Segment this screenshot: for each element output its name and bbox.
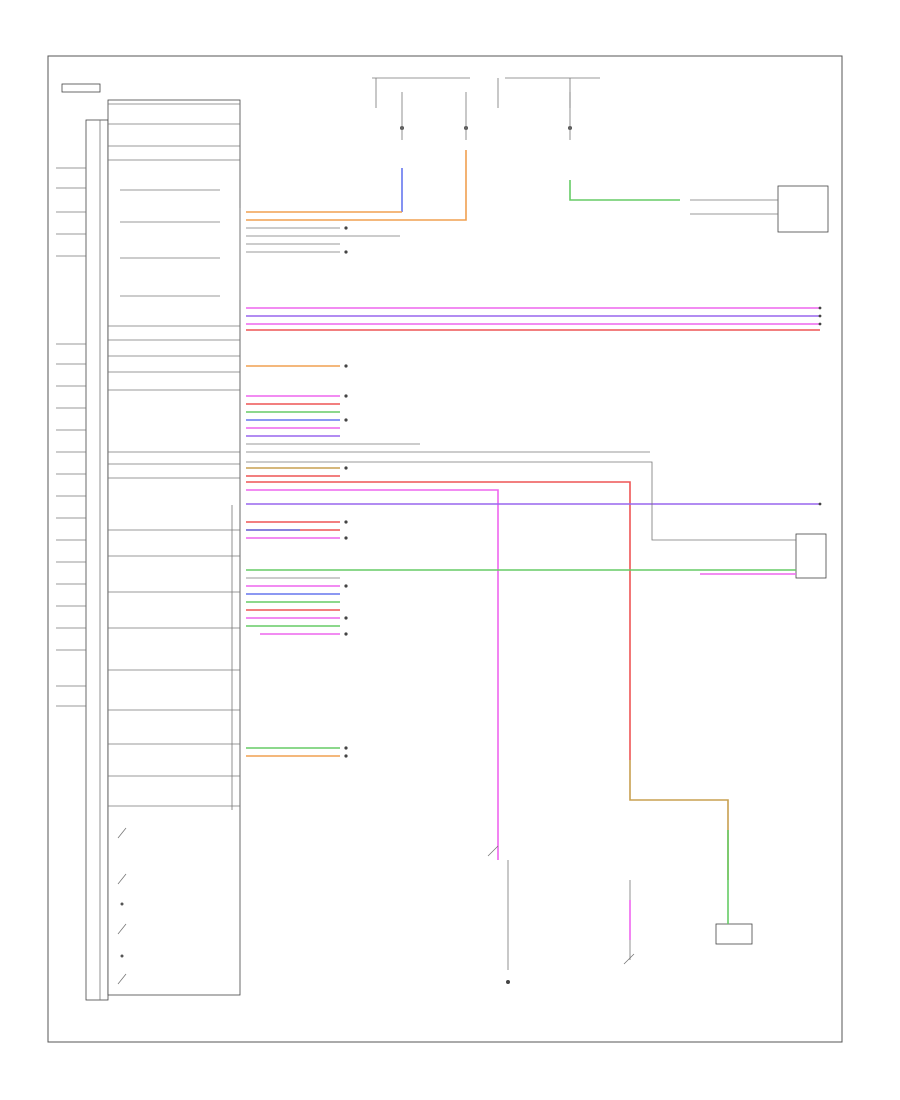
- top-fuses: [372, 77, 600, 140]
- combination-meter: [56, 83, 241, 1001]
- meter-vertical-bar: [85, 119, 109, 1001]
- wire-terminals: [344, 226, 822, 758]
- meter-indicator-rows: [108, 103, 240, 807]
- meter-internal-panel: [107, 99, 241, 996]
- wires: [246, 150, 820, 970]
- diagram-frame: [47, 55, 843, 1043]
- lower-right-unit: [715, 923, 753, 945]
- meter-connector-pins: [231, 208, 241, 810]
- meter-left-pins: [56, 167, 86, 707]
- meter-switch-symbols: [117, 827, 127, 985]
- meter-label-box: [61, 83, 101, 93]
- top-right-unit: [777, 185, 829, 233]
- bottom-components: [487, 845, 635, 984]
- fuel-level-sender-unit: [795, 533, 827, 579]
